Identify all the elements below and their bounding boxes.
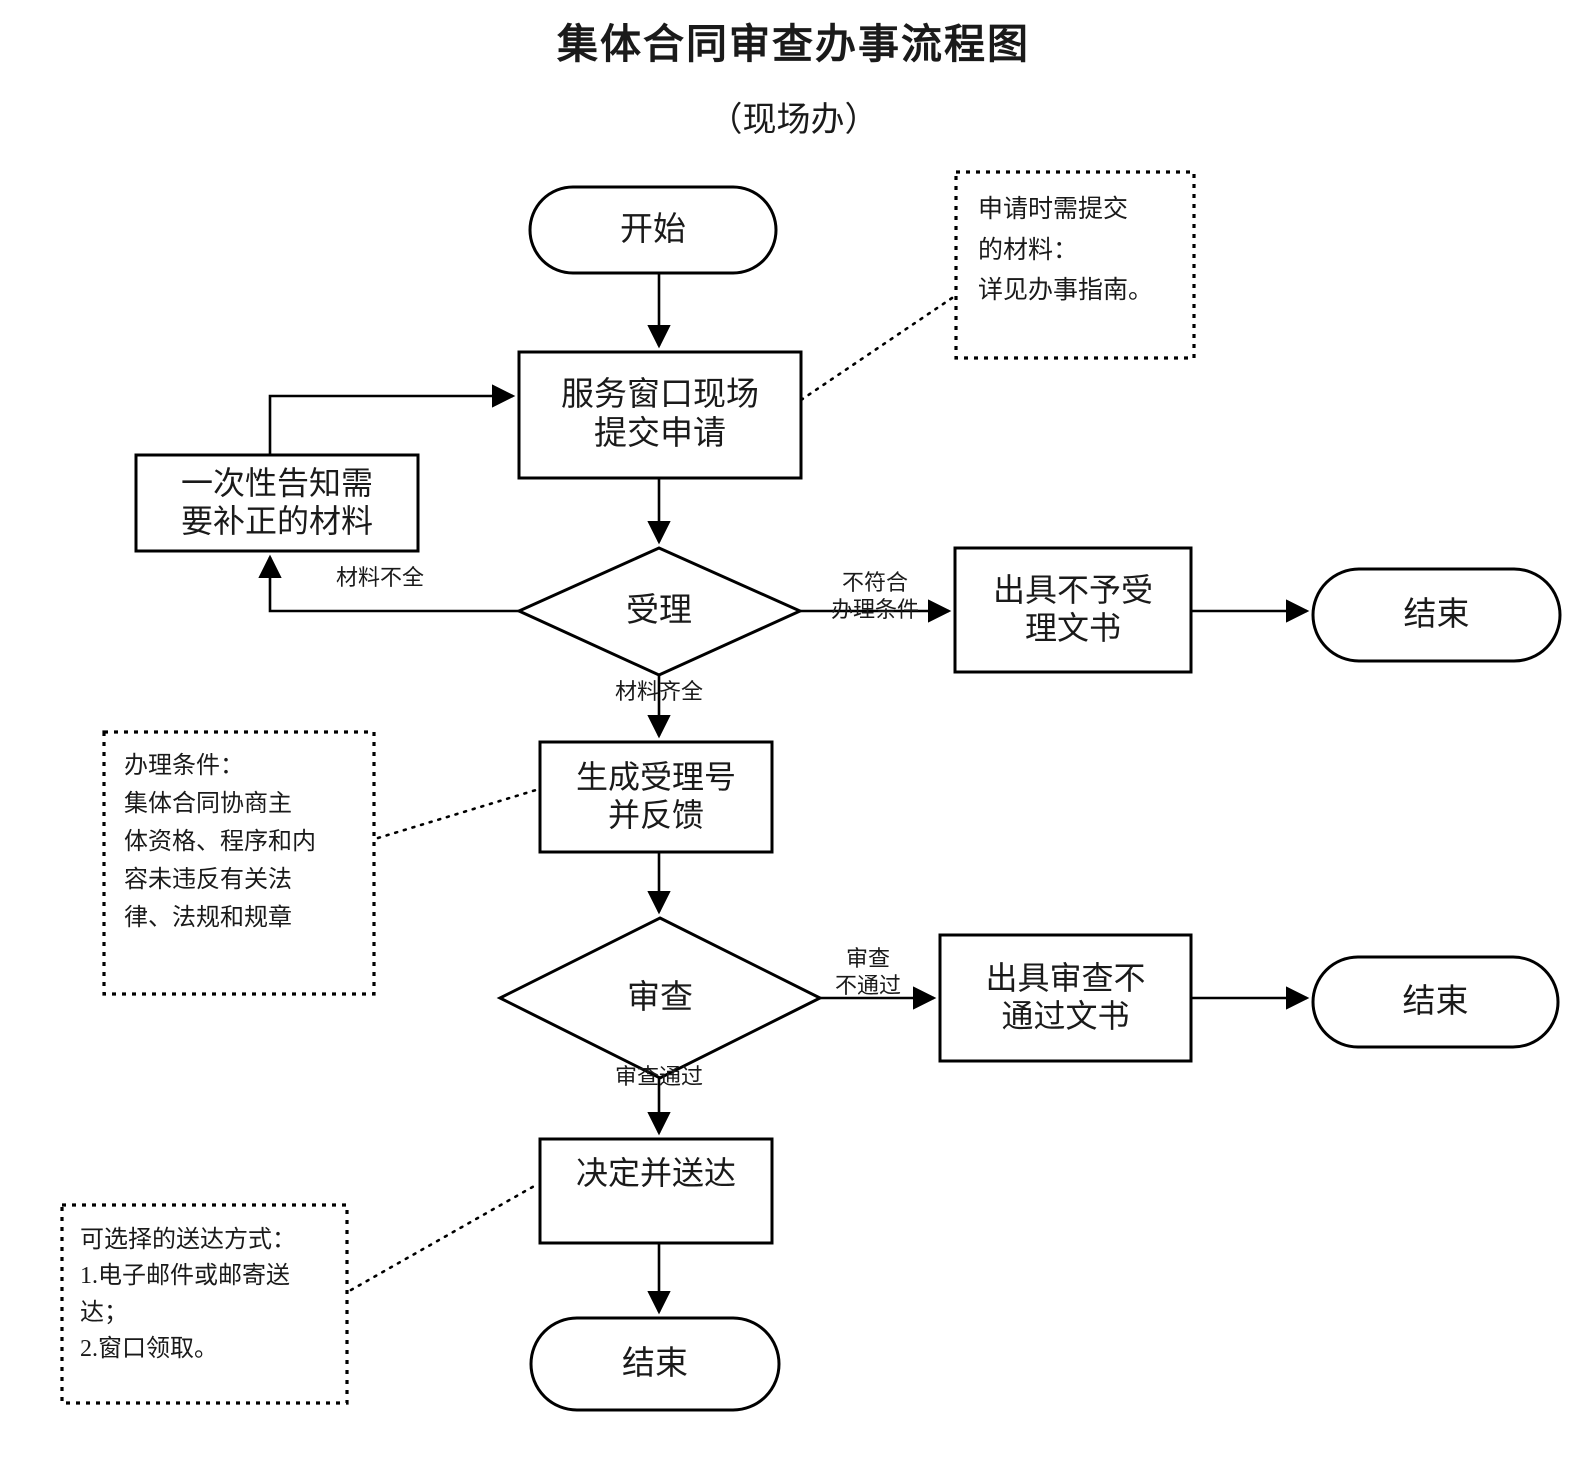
- leader-delivery-methods: [349, 1183, 538, 1292]
- node-start-shape: [528, 185, 778, 275]
- node-end-reject-shape: [1311, 567, 1562, 663]
- node-reject-doc-shape: [953, 546, 1193, 674]
- note-application-materials-box: [954, 170, 1196, 360]
- edge-accept-to-supplement: [258, 554, 519, 613]
- node-generate-no-shape: [538, 740, 774, 854]
- page-subtitle: （现场办）: [708, 102, 879, 139]
- note-delivery-methods-box: [60, 1203, 349, 1405]
- node-end-fail-shape: [1311, 955, 1560, 1049]
- edge-supplement-to-submit: [268, 384, 516, 455]
- node-accept-decision-shape: [515, 546, 804, 677]
- leader-application-materials: [799, 296, 954, 402]
- node-end-success-shape: [529, 1316, 781, 1412]
- node-review-decision-shape: [496, 916, 824, 1080]
- node-supplement-shape: [134, 453, 420, 553]
- node-submit-shape: [517, 350, 803, 480]
- node-fail-doc-shape: [938, 933, 1193, 1063]
- page-title: 集体合同审查办事流程图: [557, 21, 1030, 67]
- note-handling-conditions-box: [102, 730, 376, 996]
- node-decide-deliver-shape: [538, 1137, 774, 1245]
- leader-handling-conditions: [376, 788, 538, 840]
